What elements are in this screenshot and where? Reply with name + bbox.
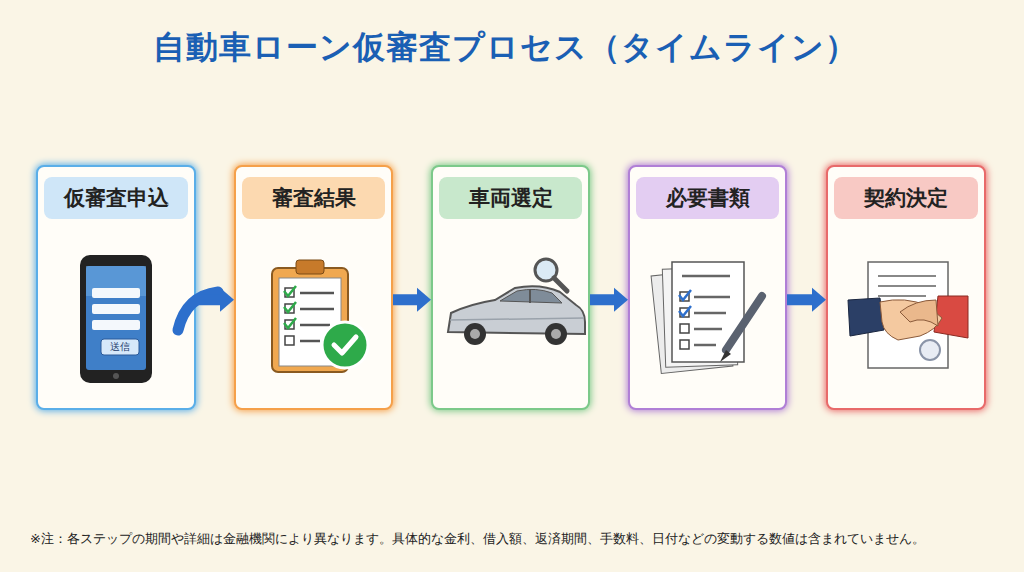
step-box: 審査結果 — [234, 165, 393, 410]
step-header: 車両選定 — [439, 177, 582, 219]
arrow-shaft — [590, 294, 616, 305]
arrow-head — [614, 288, 628, 312]
step-header: 審査結果 — [242, 177, 385, 219]
step-header: 必要書類 — [636, 177, 779, 219]
flow-arrow — [787, 288, 826, 312]
step-header: 契約決定 — [834, 177, 978, 219]
arrow-shaft — [787, 294, 814, 305]
step-box: 必要書類 — [628, 165, 787, 410]
arrow-head — [417, 288, 431, 312]
diagram-title: 自動車ローン仮審査プロセス（タイムライン） — [0, 26, 1010, 70]
flow-arrow — [196, 288, 234, 312]
arrow-shaft — [393, 294, 419, 305]
step-box: 契約決定 — [826, 165, 986, 410]
step-header: 仮審査申込 — [44, 177, 188, 219]
flow-arrow — [590, 288, 628, 312]
footnote: ※注：各ステップの期間や詳細は金融機関により異なります。具体的な金利、借入額、返… — [30, 530, 1020, 548]
arrow-head — [812, 288, 826, 312]
button-label: 送信 — [101, 339, 139, 355]
flow-arrow — [393, 288, 431, 312]
arrow-shaft — [196, 294, 222, 305]
step-box: 車両選定 — [431, 165, 590, 410]
step-box: 仮審査申込 — [36, 165, 196, 410]
arrow-head — [220, 288, 234, 312]
